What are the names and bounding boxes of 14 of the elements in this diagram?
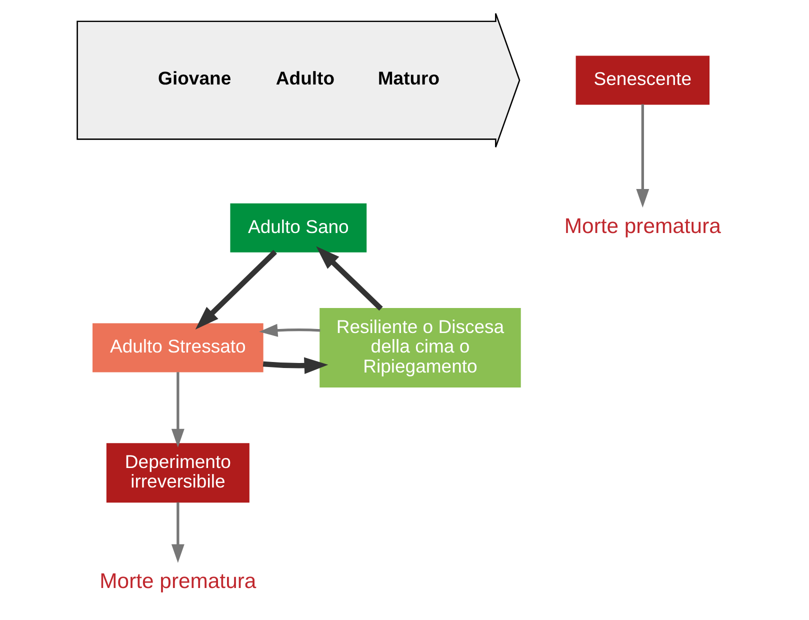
node-box: Adulto Sano [230, 203, 366, 252]
arrow [170, 372, 184, 448]
arrow [194, 250, 277, 330]
node-box: Deperimento irreversibile [106, 443, 249, 503]
arrow [170, 502, 184, 563]
node-box: Senescente [575, 56, 710, 105]
arrow [316, 246, 382, 311]
arrow [262, 357, 328, 374]
arrow [636, 104, 649, 208]
arrow [258, 324, 320, 337]
node-box: Resiliente o Discesa della cima o Ripiegamento [319, 308, 520, 388]
node-text: Morte prematura [564, 214, 720, 238]
node-box: Adulto Stressato [92, 323, 263, 372]
node-text: Morte prematura [99, 570, 256, 593]
